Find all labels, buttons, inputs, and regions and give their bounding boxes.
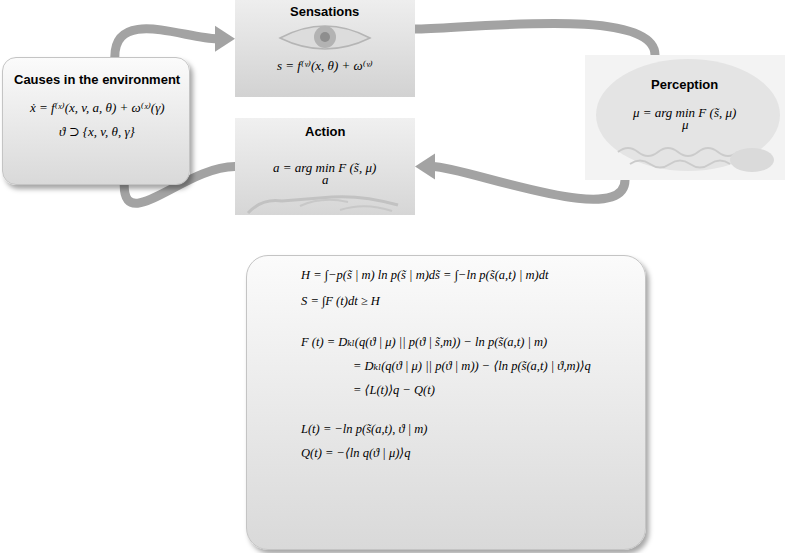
eye-pupil bbox=[320, 32, 330, 42]
equation-line: Q(t) = −⟨ln q(ϑ | μ)⟩q bbox=[301, 445, 410, 461]
equation-line: F (t) = Dₖₗ(q(ϑ | μ) || p(ϑ | s̃,m)) − l… bbox=[301, 334, 547, 350]
cycle-arrow bbox=[415, 23, 655, 55]
equation: a bbox=[322, 172, 329, 188]
eye-iris bbox=[314, 26, 336, 48]
hand-picture bbox=[235, 118, 415, 215]
arrow-line bbox=[415, 23, 655, 55]
cerebellum bbox=[730, 148, 774, 172]
equation-line: L(t) = −ln p(s̃(a,t), ϑ | m) bbox=[301, 422, 427, 437]
arrow-head bbox=[215, 26, 235, 52]
hand-ground bbox=[235, 118, 415, 215]
eye-outline bbox=[280, 26, 370, 49]
environment-box: Causes in the environment ẋ = f⁽ˣ⁾(x, v, … bbox=[2, 57, 190, 185]
equations-panel: H = ∫−p(s̃ | m) ln p(s̃ | m)ds̃ = ∫−ln p… bbox=[246, 255, 646, 550]
action-box: Actiona = arg min F (s̃, μ)a bbox=[235, 118, 415, 215]
hand-finger bbox=[340, 206, 392, 211]
equation: μ bbox=[682, 117, 689, 133]
equation-line: S = ∫F (t)dt ≥ H bbox=[301, 294, 380, 309]
equation: ẋ = f⁽ˣ⁾(x, v, a, θ) + ω⁽ˣ⁾(γ) bbox=[30, 100, 165, 116]
hand-finger bbox=[300, 200, 348, 206]
sensations-box: Sensations s = f⁽ᵛ⁾(x, θ) + ω⁽ᵛ⁾ bbox=[235, 0, 415, 97]
hand-outline bbox=[248, 197, 398, 213]
perception-box: Perceptionμ = arg min F (s̃, μ)μ bbox=[585, 55, 785, 180]
box-title: Perception bbox=[651, 77, 718, 92]
arrow-line bbox=[115, 29, 217, 57]
eye-ground bbox=[235, 0, 415, 97]
brain-picture bbox=[585, 55, 785, 180]
equation-line: H = ∫−p(s̃ | m) ln p(s̃ | m)ds̃ = ∫−ln p… bbox=[301, 268, 548, 283]
brain-ground bbox=[585, 55, 785, 180]
box-title: Causes in the environment bbox=[14, 72, 180, 87]
equation-line: = Dₖₗ(q(ϑ | μ) || p(ϑ | m)) − ⟨ln p(s̃(a… bbox=[353, 358, 591, 374]
brain-fold bbox=[630, 161, 730, 168]
equation-line: = ⟨L(t)⟩q − Q(t) bbox=[353, 382, 435, 398]
equation: s = f⁽ᵛ⁾(x, θ) + ω⁽ᵛ⁾ bbox=[277, 58, 373, 74]
arrow-head bbox=[415, 154, 435, 180]
box-title: Action bbox=[305, 124, 345, 139]
equation: ϑ ⊃ {x, v, θ, γ} bbox=[59, 124, 135, 140]
box-title: Sensations bbox=[290, 4, 359, 19]
cycle-arrow bbox=[415, 154, 625, 200]
brain-fold bbox=[618, 148, 738, 156]
cycle-arrow bbox=[115, 26, 235, 57]
brain-shape bbox=[596, 59, 780, 171]
eye-picture bbox=[235, 0, 415, 97]
arrow-line bbox=[433, 167, 625, 200]
